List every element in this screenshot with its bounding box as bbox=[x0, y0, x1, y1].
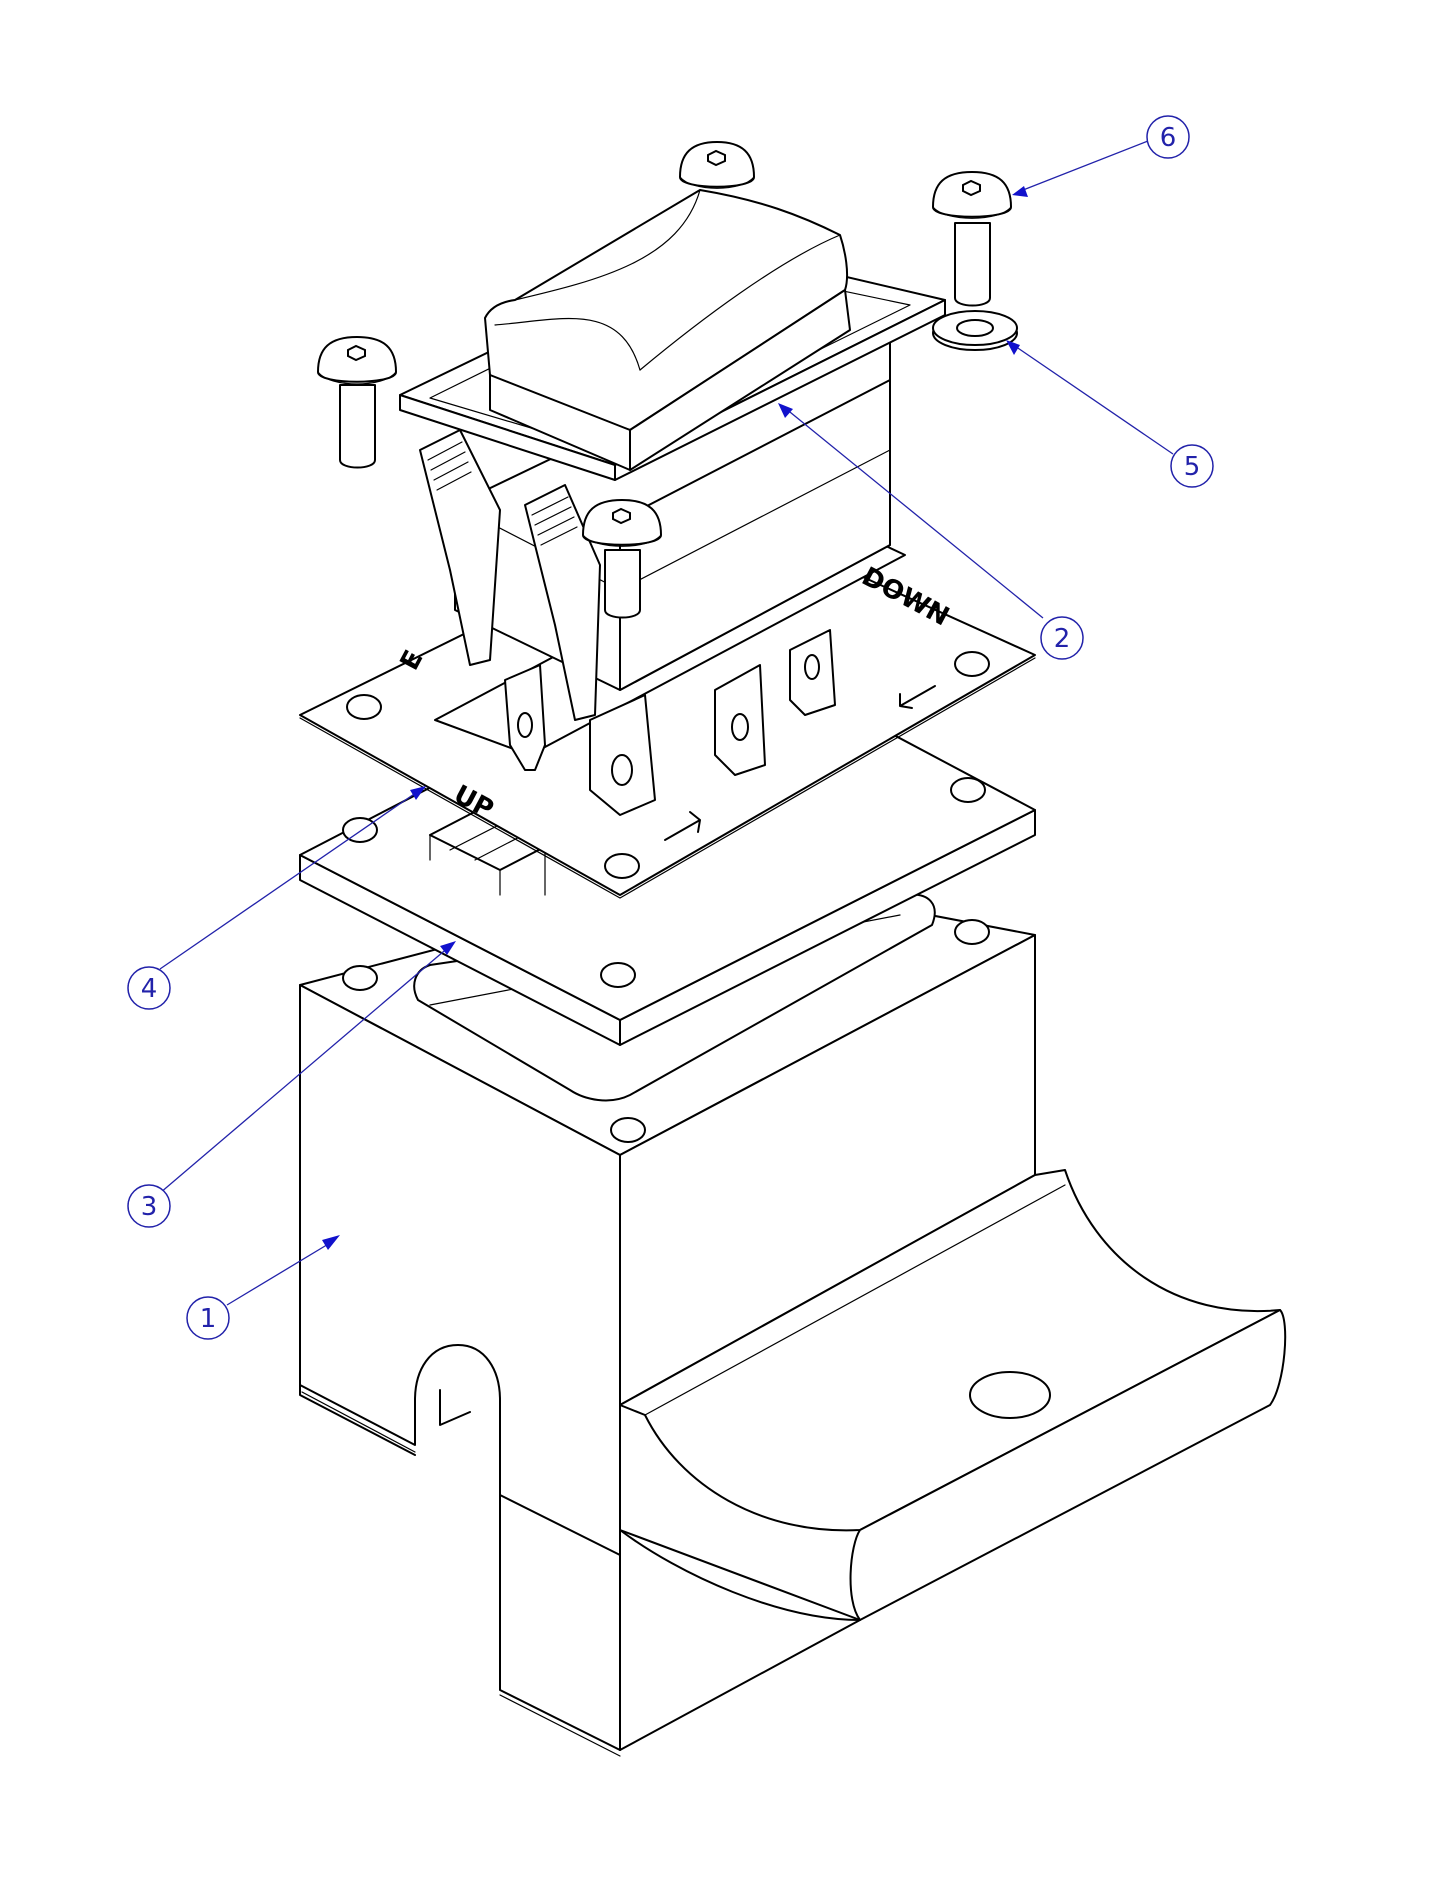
part-5-washer bbox=[932, 310, 1018, 351]
screw-back bbox=[679, 141, 755, 189]
arrowhead-1 bbox=[322, 1235, 340, 1250]
leader-4 bbox=[159, 789, 421, 970]
arrowhead-4 bbox=[410, 786, 426, 800]
part-1-base-block bbox=[299, 874, 1287, 1757]
leader-1 bbox=[226, 1239, 336, 1306]
arrowhead-5 bbox=[1006, 340, 1020, 355]
part-2-rocker-switch bbox=[399, 189, 946, 816]
screw-left bbox=[317, 336, 397, 469]
balloon-3: 3 bbox=[127, 1184, 171, 1228]
balloon-4-number: 4 bbox=[141, 974, 158, 1004]
arrowhead-6 bbox=[1012, 186, 1028, 197]
balloon-5-number: 5 bbox=[1184, 452, 1201, 482]
balloon-2: 2 bbox=[1040, 616, 1084, 660]
balloon-5: 5 bbox=[1170, 444, 1214, 488]
part-6-screws bbox=[317, 141, 1012, 619]
screw-front bbox=[582, 499, 662, 619]
balloon-1-number: 1 bbox=[200, 1304, 217, 1334]
leader-3 bbox=[159, 945, 451, 1194]
balloon-6-number: 6 bbox=[1160, 123, 1177, 153]
leader-5 bbox=[1011, 343, 1174, 455]
arrowhead-2 bbox=[778, 403, 793, 418]
balloon-3-number: 3 bbox=[141, 1192, 158, 1222]
balloon-2-number: 2 bbox=[1054, 624, 1071, 654]
balloon-1: 1 bbox=[186, 1296, 230, 1340]
leader-lines bbox=[159, 140, 1174, 1306]
leader-2 bbox=[784, 407, 1044, 619]
arrowhead-3 bbox=[440, 941, 456, 955]
balloon-6: 6 bbox=[1146, 115, 1190, 159]
balloon-4: 4 bbox=[127, 966, 171, 1010]
screw-right bbox=[932, 171, 1012, 307]
leader-6 bbox=[1017, 140, 1149, 193]
balloons: 1 2 3 4 5 6 bbox=[127, 115, 1214, 1340]
